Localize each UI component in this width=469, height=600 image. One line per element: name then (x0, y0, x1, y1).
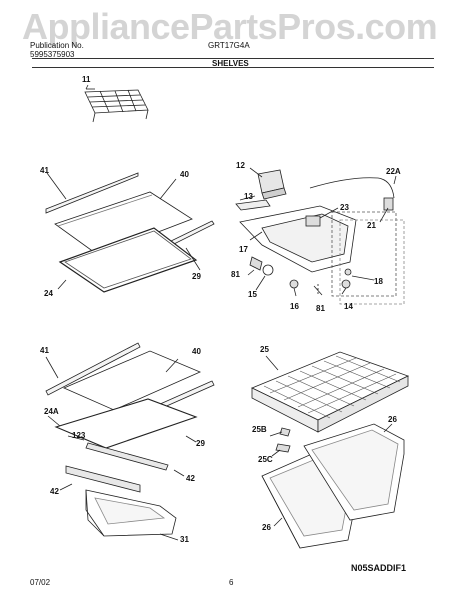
drawing-code: N05SADDIF1 (351, 563, 407, 573)
callout-16: 16 (290, 302, 299, 311)
callout-13: 13 (244, 192, 253, 201)
callout-26-top: 26 (388, 415, 397, 424)
header-rule-top (32, 58, 434, 59)
callout-11: 11 (82, 75, 91, 84)
watermark: AppliancePartsPros.com (22, 6, 438, 47)
callout-42-left: 42 (50, 487, 59, 496)
callout-21: 21 (367, 221, 376, 230)
callout-25b: 25B (252, 425, 267, 434)
upper-glass-shelf (45, 172, 215, 293)
footer-page: 6 (229, 578, 234, 587)
callout-25c: 25C (258, 455, 273, 464)
callout-labels: 11 12 13 15 16 17 18 21 22A 23 24 24A 25… (40, 75, 401, 544)
lower-glass-shelf-and-drawer (45, 342, 215, 541)
footer-date: 07/02 (30, 578, 51, 587)
callout-41-bottom: 41 (40, 346, 49, 355)
callout-40-top: 40 (180, 170, 189, 179)
callout-41-top: 41 (40, 166, 49, 175)
callout-29-bottom: 29 (196, 439, 205, 448)
callout-22a: 22A (386, 167, 401, 176)
model-number: GRT17G4A (208, 41, 250, 50)
callout-123: 123 (72, 431, 86, 440)
callout-81-left: 81 (231, 270, 240, 279)
callout-81-bottom: 81 (316, 304, 325, 313)
callout-25: 25 (260, 345, 269, 354)
callout-24: 24 (44, 289, 53, 298)
section-title: SHELVES (212, 59, 249, 68)
callout-15: 15 (248, 290, 257, 299)
callout-14: 14 (344, 302, 353, 311)
callout-31: 31 (180, 535, 189, 544)
callout-29-top: 29 (192, 272, 201, 281)
callout-17: 17 (239, 245, 248, 254)
header-rule-bottom (32, 67, 434, 68)
control-housing-assembly (235, 167, 405, 305)
callout-12: 12 (236, 161, 245, 170)
callout-23: 23 (340, 203, 349, 212)
crisper-cover-and-pans (251, 351, 410, 549)
publication-label: Publication No. (30, 41, 84, 50)
wire-shelf-part (84, 84, 149, 123)
callout-18: 18 (374, 277, 383, 286)
publication-number: 5995375903 (30, 50, 75, 59)
callout-42-right: 42 (186, 474, 195, 483)
callout-40-bottom: 40 (192, 347, 201, 356)
callout-24a: 24A (44, 407, 59, 416)
callout-26-bottom: 26 (262, 523, 271, 532)
